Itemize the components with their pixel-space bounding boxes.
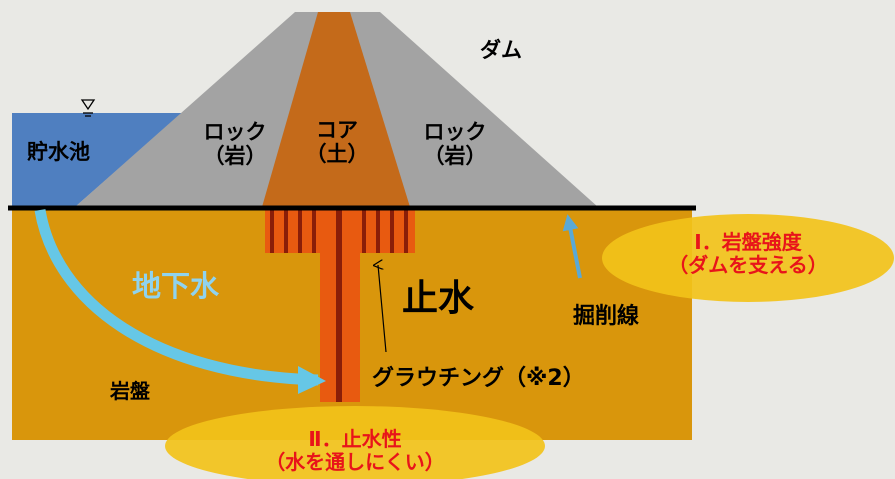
callout-strength-text: Ⅰ．岩盤強度 （ダムを支える） <box>628 231 868 277</box>
core-line2: （土） <box>305 142 369 167</box>
dam-label: ダム <box>480 38 522 62</box>
callout-watertight-text: Ⅱ．止水性 （水を通しにくい） <box>215 428 495 474</box>
callout-watertight-line1: Ⅱ．止水性 <box>308 427 402 451</box>
rock-right-label: ロック （岩） <box>405 120 505 168</box>
rock-left-line1: ロック <box>203 120 267 144</box>
callout-strength-bubble <box>602 214 894 302</box>
rock-left-label: ロック （岩） <box>185 120 285 168</box>
groundwater-arrowhead <box>298 366 326 394</box>
callout-watertight-bubble <box>165 406 545 479</box>
reservoir-water <box>12 113 182 207</box>
callout-strength-line1: Ⅰ．岩盤強度 <box>694 230 802 254</box>
core-label: コア （土） <box>292 118 382 166</box>
grout-stripes <box>270 210 408 253</box>
groundwater-label: 地下水 <box>132 269 220 303</box>
grout-curtain-core <box>336 210 342 402</box>
callout-watertight-line2: （水を通しにくい） <box>265 450 445 474</box>
excavation-arrow <box>562 214 582 279</box>
cutoff-label: 止水 <box>402 278 475 319</box>
groundwater-arrow <box>34 209 319 386</box>
rock-right-line2: （岩） <box>423 144 487 169</box>
water-level-icon <box>80 99 96 117</box>
dam-core <box>262 12 410 207</box>
rock-left-line2: （岩） <box>203 144 267 169</box>
excavation-line-label: 掘削線 <box>573 304 640 329</box>
rock-right-line1: ロック <box>423 120 487 144</box>
grout-pointer-arrow <box>378 265 387 353</box>
callout-strength-line2: （ダムを支える） <box>668 253 828 277</box>
reservoir-label: 貯水池 <box>27 140 90 164</box>
grouting-label: グラウチング（※2） <box>372 366 585 391</box>
core-line1: コア <box>316 118 358 142</box>
bedrock-label: 岩盤 <box>110 379 150 403</box>
